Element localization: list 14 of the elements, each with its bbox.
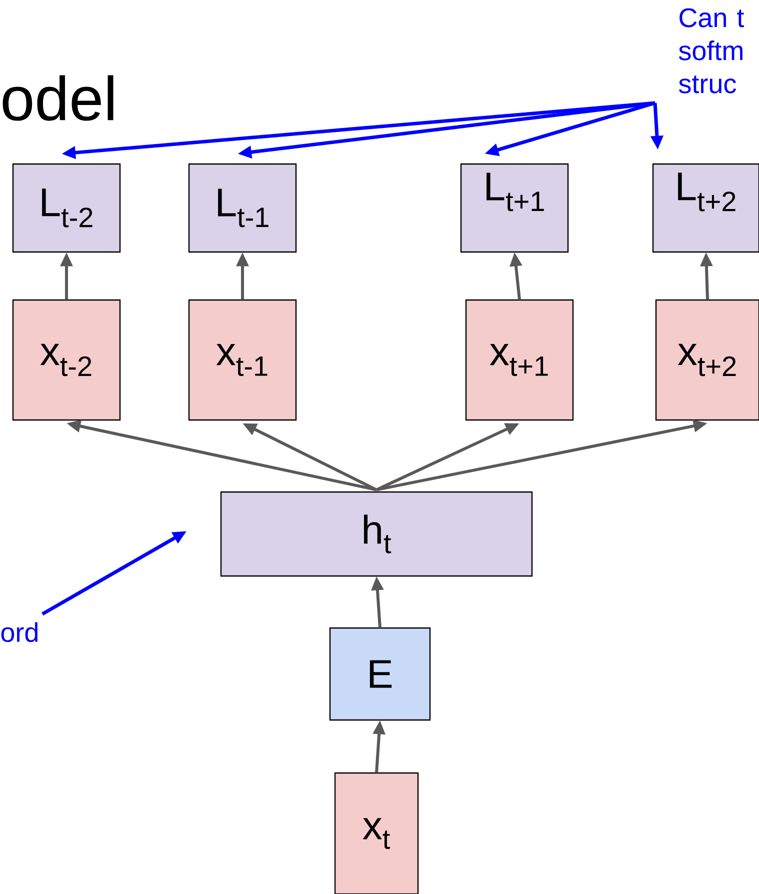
- output-box: x$_{t+1}$: [465, 299, 574, 421]
- output-box: x$_{t-2}$: [12, 299, 121, 421]
- title: odel: [2, 75, 114, 121]
- output-box: x$_{t+2}$: [655, 299, 759, 421]
- embedding-box: E: [329, 627, 431, 721]
- annotation-text: ord: [1, 622, 38, 642]
- loss-box: L$_{t-1}$: [188, 163, 297, 253]
- loss-box: L$_{t+2}$: [652, 163, 759, 253]
- annotation-text: Can t softm struc: [678, 8, 744, 94]
- loss-box: L$_{t+1}$: [460, 163, 569, 253]
- output-box: x$_{t}$: [334, 772, 419, 894]
- hidden-box: h$_{t}$: [220, 491, 533, 577]
- loss-box: L$_{t-2}$: [12, 163, 121, 253]
- output-box: x$_{t-1}$: [188, 299, 297, 421]
